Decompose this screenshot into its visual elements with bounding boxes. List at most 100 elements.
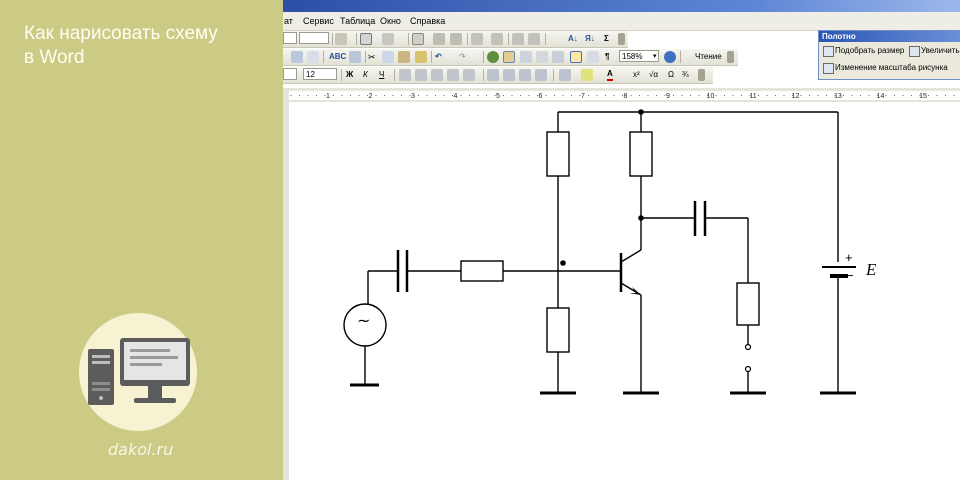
document-map-icon[interactable] — [587, 51, 599, 63]
menu-help[interactable]: Справка — [410, 16, 446, 26]
print-icon[interactable] — [291, 51, 303, 63]
standard-toolbar: ABC ✂ ↶ ↷ ¶ 158% ▾ Чтение — [283, 49, 738, 66]
ruler-label: 8 — [624, 93, 628, 100]
insert-table-icon[interactable] — [520, 51, 532, 63]
ruler-label: 15 — [919, 93, 927, 100]
toolbar-options-icon[interactable] — [698, 69, 705, 81]
output-terminal-2 — [744, 365, 752, 373]
columns-icon[interactable] — [552, 51, 564, 63]
distribute-icon[interactable] — [528, 33, 540, 45]
cut-icon[interactable]: ✂ — [368, 52, 376, 62]
show-hide-icon[interactable]: ¶ — [605, 52, 610, 61]
outside-border-icon[interactable] — [559, 69, 571, 81]
research-icon[interactable] — [349, 51, 361, 63]
line-spacing-icon[interactable] — [463, 69, 475, 81]
resistor-input — [460, 260, 504, 282]
insert-excel-icon[interactable] — [536, 51, 548, 63]
style-dropdown[interactable] — [283, 32, 297, 44]
emitter-arrow-icon — [629, 287, 641, 295]
battery-minus-label: − — [846, 268, 854, 283]
resistor-rc — [629, 131, 653, 177]
pencil-icon[interactable] — [335, 33, 347, 45]
align-center-icon[interactable] — [415, 69, 427, 81]
underline-button[interactable]: Ч — [379, 70, 385, 79]
font-dropdown[interactable] — [283, 68, 297, 80]
shading-icon[interactable] — [382, 33, 394, 45]
fit-button[interactable]: Подобрать размер — [822, 45, 904, 57]
hyperlink-icon[interactable] — [487, 51, 499, 63]
paste-icon[interactable] — [398, 51, 410, 63]
ruler-label: 4 — [454, 93, 458, 100]
sort-desc-icon[interactable]: Я↓ — [585, 34, 595, 43]
document-page[interactable]: ~ + − E — [289, 102, 960, 480]
menu-table[interactable]: Таблица — [340, 16, 376, 26]
increase-indent-icon[interactable] — [535, 69, 547, 81]
insert-columns-icon[interactable] — [450, 33, 462, 45]
font-size-dropdown[interactable]: 12 — [303, 68, 337, 80]
resistor-r2 — [546, 307, 570, 353]
table-icon[interactable] — [412, 33, 424, 45]
junction-dot-base — [560, 260, 566, 266]
spelling-icon[interactable]: ABC — [329, 52, 347, 61]
menu-bar: ат Сервис Таблица Окно Справка — [283, 12, 960, 31]
justify-icon[interactable] — [447, 69, 459, 81]
tables-borders-icon[interactable] — [503, 51, 515, 63]
transistor-collector — [620, 249, 642, 263]
redo-icon[interactable]: ↷ — [459, 52, 466, 61]
align-right-icon[interactable] — [431, 69, 443, 81]
symbol-icon[interactable]: Ω — [668, 70, 674, 79]
numbering-icon[interactable] — [487, 69, 499, 81]
voltage-label: E — [866, 260, 877, 279]
word-window: ат Сервис Таблица Окно Справка A↓ Я↓ Σ — [283, 0, 960, 480]
ruler-label: 6 — [539, 93, 543, 100]
ruler-label: 3 — [411, 93, 415, 100]
print-preview-icon[interactable] — [307, 51, 319, 63]
toolbar-options-icon[interactable] — [618, 33, 625, 45]
copy-icon[interactable] — [382, 51, 394, 63]
banner-panel: Как нарисовать схему в Word dakol.ru — [0, 0, 283, 480]
output-terminal-1 — [744, 343, 752, 351]
scale-drawing-button[interactable]: Изменение масштаба рисунка — [822, 62, 948, 74]
align-icon[interactable] — [512, 33, 524, 45]
reading-mode-button[interactable]: Чтение — [683, 51, 722, 63]
italic-button[interactable]: К — [363, 70, 368, 79]
align-left-icon[interactable] — [399, 69, 411, 81]
zoom-dropdown[interactable]: 158% — [619, 50, 659, 62]
sort-icon[interactable]: A↓ — [568, 34, 578, 43]
ruler-label: 9 — [666, 93, 670, 100]
merge-cells-icon[interactable] — [471, 33, 483, 45]
size-dropdown[interactable] — [299, 32, 329, 44]
resistor-load — [736, 282, 760, 326]
autosum-icon[interactable]: Σ — [604, 34, 609, 43]
undo-icon[interactable]: ↶ — [435, 52, 442, 61]
format-painter-icon[interactable] — [415, 51, 427, 63]
bullets-icon[interactable] — [503, 69, 515, 81]
reading-mode-label: Чтение — [695, 52, 722, 61]
circuit-diagram[interactable] — [289, 102, 960, 480]
expand-button[interactable]: Увеличить — [908, 45, 960, 57]
drawing-icon[interactable] — [570, 51, 582, 63]
split-cells-icon[interactable] — [491, 33, 503, 45]
font-color-icon[interactable]: A — [607, 69, 613, 81]
bold-button[interactable]: Ж — [346, 70, 354, 79]
help-icon[interactable] — [664, 51, 676, 63]
banner-title-line-2: в Word — [24, 47, 85, 68]
ruler-label: 14 — [877, 93, 885, 100]
equation-icon[interactable]: √α — [649, 70, 659, 79]
toolbar-options-icon[interactable] — [727, 51, 734, 63]
highlight-icon[interactable] — [581, 69, 593, 81]
menu-tools[interactable]: Сервис — [303, 16, 334, 26]
change-case-icon[interactable]: ¾ — [682, 70, 689, 79]
zoom-chevron-icon[interactable]: ▾ — [653, 53, 657, 60]
vertical-ruler[interactable] — [283, 102, 289, 480]
menu-format[interactable]: ат — [284, 16, 293, 26]
menu-window[interactable]: Окно — [380, 16, 401, 26]
superscript-icon[interactable]: x² — [633, 70, 640, 79]
formatting-toolbar: 12 Ж К Ч A x² √α Ω ¾ — [283, 67, 713, 84]
ruler-label: 7 — [581, 93, 585, 100]
site-name: dakol.ru — [108, 440, 174, 459]
border-icon[interactable] — [360, 33, 372, 45]
insert-rows-icon[interactable] — [433, 33, 445, 45]
decrease-indent-icon[interactable] — [519, 69, 531, 81]
